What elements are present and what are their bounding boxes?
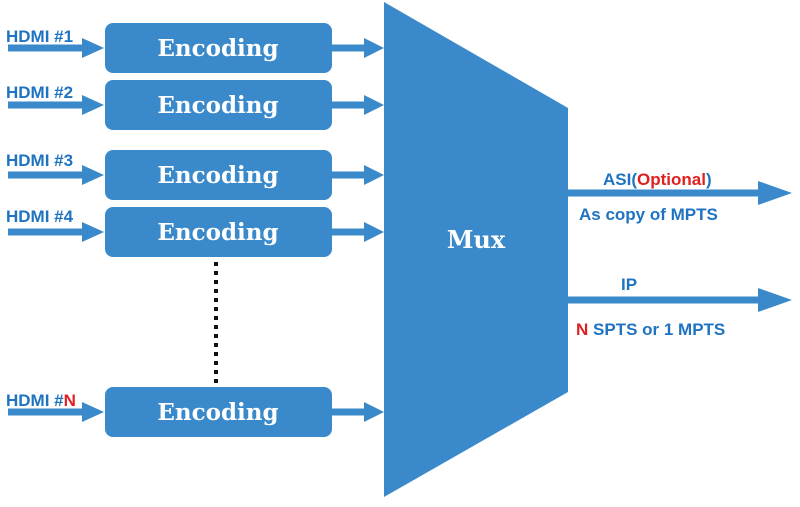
encoding-label: Encoding	[157, 35, 278, 62]
mux-label: Mux	[447, 225, 506, 254]
input-row: HDMI #N Encoding	[6, 387, 384, 437]
input-arrow-head	[82, 222, 104, 242]
asi-arrow-head	[758, 181, 792, 205]
hdmi-prefix: HDMI #	[6, 391, 64, 410]
encoding-box	[105, 80, 332, 130]
hdmi-index: 1	[64, 27, 73, 46]
mux-arrow-head	[364, 38, 384, 58]
hdmi-index: 4	[64, 207, 74, 226]
mux-arrow-head	[364, 165, 384, 185]
asi-optional: Optional	[637, 170, 706, 189]
hdmi-label: HDMI #1	[6, 27, 73, 46]
ip-count: N	[576, 320, 588, 339]
input-arrow-head	[82, 95, 104, 115]
encoding-label: Encoding	[157, 399, 278, 426]
hdmi-label: HDMI #N	[6, 391, 76, 410]
input-arrow-head	[82, 165, 104, 185]
hdmi-label: HDMI #2	[6, 83, 73, 102]
hdmi-label: HDMI #3	[6, 151, 73, 170]
mux-arrow-head	[364, 222, 384, 242]
encoding-box	[105, 23, 332, 73]
mux-arrow-head	[364, 95, 384, 115]
asi-description: As copy of MPTS	[579, 205, 718, 224]
hdmi-index: N	[64, 391, 76, 410]
ip-description: N SPTS or 1 MPTS	[576, 320, 725, 339]
input-arrow-head	[82, 402, 104, 422]
mux-arrow-head	[364, 402, 384, 422]
ip-description-text: SPTS or 1 MPTS	[588, 320, 725, 339]
encoding-label: Encoding	[157, 219, 278, 246]
input-arrow-head	[82, 38, 104, 58]
input-row: HDMI #1 Encoding	[6, 23, 384, 73]
encoding-label: Encoding	[157, 162, 278, 189]
input-row: HDMI #2 Encoding	[6, 80, 384, 130]
hdmi-label: HDMI #4	[6, 207, 74, 226]
hdmi-prefix: HDMI #	[6, 83, 64, 102]
encoding-box	[105, 150, 332, 200]
encoding-label: Encoding	[157, 92, 278, 119]
output-asi: ASI(Optional) As copy of MPTS	[568, 170, 792, 224]
encoding-box	[105, 207, 332, 257]
hdmi-prefix: HDMI #	[6, 207, 64, 226]
hdmi-prefix: HDMI #	[6, 151, 64, 170]
mux-block	[384, 2, 568, 497]
hdmi-prefix: HDMI #	[6, 27, 64, 46]
ip-arrow-head	[758, 288, 792, 312]
encoding-box	[105, 387, 332, 437]
hdmi-index: 2	[64, 83, 73, 102]
ip-label: IP	[621, 275, 637, 294]
asi-close: )	[706, 170, 712, 189]
asi-name: ASI(	[603, 170, 637, 189]
asi-label: ASI(Optional)	[603, 170, 712, 189]
output-ip: IP N SPTS or 1 MPTS	[568, 275, 792, 339]
hdmi-index: 3	[64, 151, 73, 170]
